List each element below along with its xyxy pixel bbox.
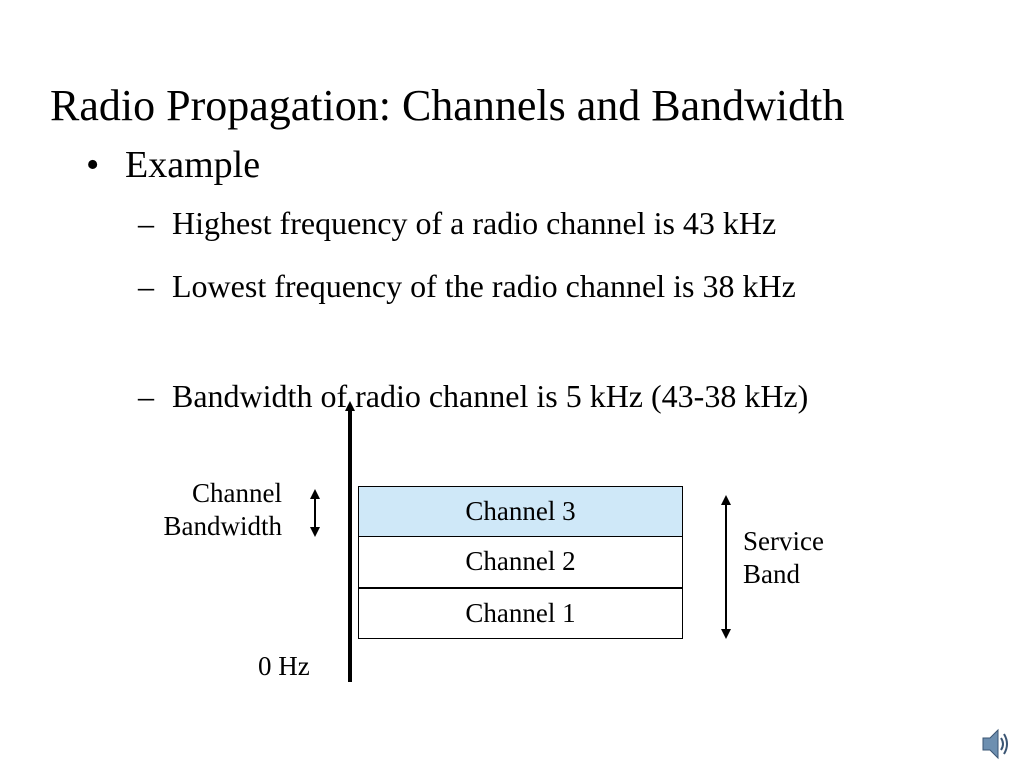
channel-bandwidth-label-line1: Channel [192, 478, 282, 508]
bullet-example: Example [125, 144, 261, 186]
speaker-icon[interactable] [980, 726, 1010, 767]
channel-3-box: Channel 3 [358, 486, 683, 537]
channel-bandwidth-label: Channel Bandwidth [120, 477, 283, 543]
zero-hz-label: 0 Hz [258, 651, 310, 681]
sub-bullet-marker: – [138, 205, 154, 241]
channel-1-box: Channel 1 [358, 588, 683, 639]
service-band-label-line1: Service [743, 526, 824, 556]
sub-bullet-text: Bandwidth of radio channel is 5 kHz (43-… [172, 378, 809, 414]
service-band-label: Service Band [743, 525, 824, 591]
sub-bullet-marker: – [138, 378, 154, 414]
bullet-marker: • [86, 144, 100, 186]
slide-title: Radio Propagation: Channels and Bandwidt… [50, 81, 845, 130]
sub-bullet-text: Lowest frequency of the radio channel is… [172, 268, 796, 304]
service-band-label-line2: Band [743, 559, 800, 589]
channel-2-box: Channel 2 [358, 537, 683, 588]
channel-bandwidth-label-line2: Bandwidth [163, 511, 283, 541]
sub-bullet-marker: – [138, 268, 154, 304]
sub-bullet-text: Highest frequency of a radio channel is … [172, 205, 777, 241]
